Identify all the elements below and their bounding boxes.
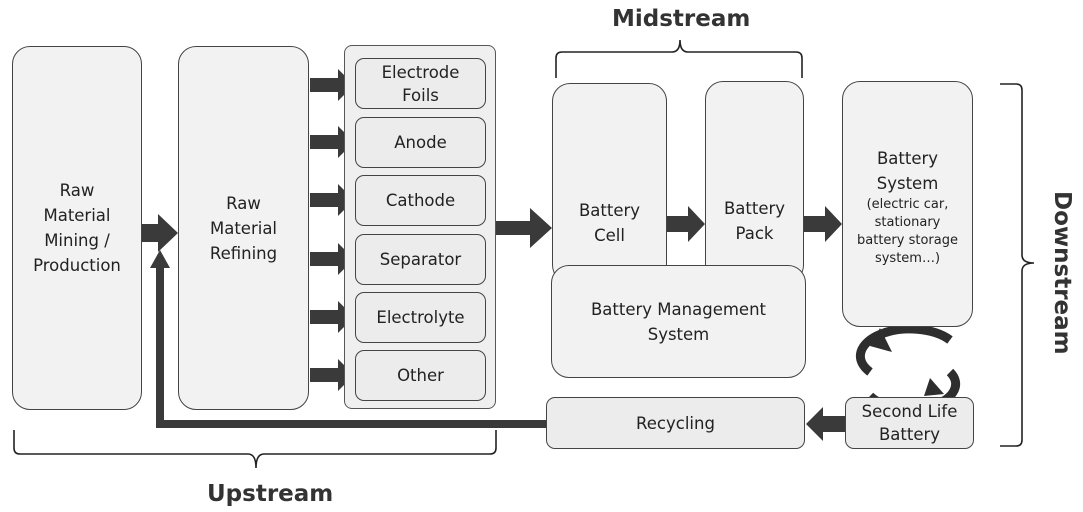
battery-management-system-box: Battery Management System xyxy=(551,265,806,378)
midstream-heading: Midstream xyxy=(612,6,751,32)
component-label: Anode xyxy=(394,133,447,152)
downstream-bracket xyxy=(1000,83,1035,447)
arrow-to-anode xyxy=(310,126,354,158)
arrow-secondlife-to-recycling xyxy=(806,407,845,441)
battery-management-system-label: Battery Management System xyxy=(590,299,766,344)
battery-system-note: (electric car, stationary battery storag… xyxy=(857,197,958,266)
arrows-refining-to-components xyxy=(310,69,354,391)
raw-material-refining-label: Raw Material Refining xyxy=(209,193,278,263)
cycle-arrow-head-bottom xyxy=(924,378,944,396)
component-label: Cathode xyxy=(385,191,456,210)
arrow-to-separator xyxy=(310,243,354,275)
battery-system-box: Battery System (electric car, stationary… xyxy=(842,81,973,327)
upstream-heading: Upstream xyxy=(207,481,334,507)
arrow-to-electrode-foils xyxy=(310,69,354,101)
raw-material-mining-box: Raw Material Mining / Production xyxy=(12,46,142,410)
component-electrode-foils: Electrode Foils xyxy=(355,58,486,109)
arrow-to-cathode xyxy=(310,184,354,216)
component-label: Electrolyte xyxy=(376,308,465,327)
arrow-to-other xyxy=(310,359,354,391)
battery-system-label: Battery System xyxy=(876,149,939,193)
battery-cell-label: Battery Cell xyxy=(578,201,641,245)
arrow-pack-to-system xyxy=(804,206,842,242)
second-life-battery-box: Second Life Battery xyxy=(845,397,974,449)
component-electrolyte: Electrolyte xyxy=(355,292,486,343)
component-label: Other xyxy=(397,366,444,385)
arrow-cell-to-pack xyxy=(667,206,705,242)
arrow-recycling-to-refining xyxy=(156,264,546,428)
midstream-bracket xyxy=(555,39,803,78)
component-other: Other xyxy=(355,350,486,401)
battery-pack-label: Battery Pack xyxy=(723,199,786,243)
arrow-mining-to-refining xyxy=(142,214,178,252)
component-anode: Anode xyxy=(355,117,486,168)
arrow-recycling-head xyxy=(150,250,170,268)
component-label: Separator xyxy=(379,250,462,269)
second-life-battery-label: Second Life Battery xyxy=(861,402,958,444)
component-label: Electrode Foils xyxy=(381,62,460,105)
cycle-arrow-head-top xyxy=(870,328,892,352)
component-separator: Separator xyxy=(355,234,486,285)
arrow-to-electrolyte xyxy=(310,301,354,333)
battery-pack-box: Battery Pack xyxy=(705,81,804,283)
recycling-box: Recycling xyxy=(546,397,805,449)
component-cathode: Cathode xyxy=(355,175,486,226)
battery-cell-box: Battery Cell xyxy=(552,83,667,283)
downstream-heading: Downstream xyxy=(1049,191,1075,355)
arrow-components-to-cell xyxy=(496,208,552,248)
upstream-bracket xyxy=(13,430,497,469)
raw-material-refining-box: Raw Material Refining xyxy=(178,46,309,410)
raw-material-mining-label: Raw Material Mining / Production xyxy=(33,181,121,275)
recycling-label: Recycling xyxy=(636,413,715,433)
